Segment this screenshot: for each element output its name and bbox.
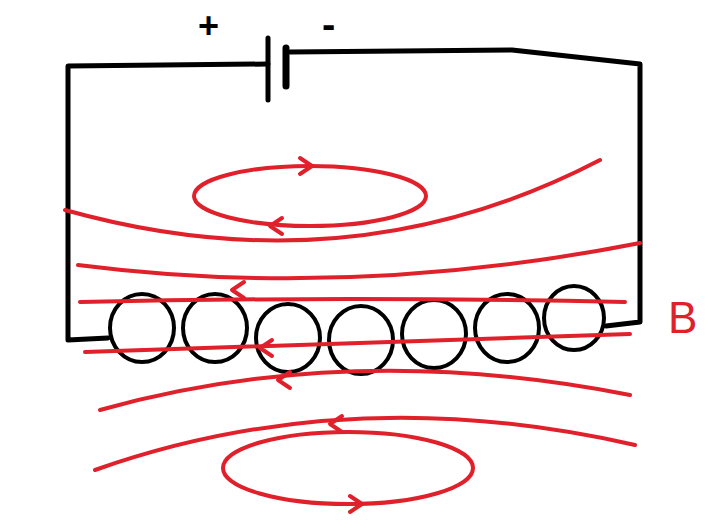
field-arrow xyxy=(260,340,272,356)
field-arrow xyxy=(350,496,362,512)
field-arrow xyxy=(300,158,312,174)
field-arrow xyxy=(278,372,290,388)
field-label: B xyxy=(668,296,697,340)
field-arrow xyxy=(270,218,282,234)
battery-long-plate xyxy=(266,38,271,100)
field-arrow xyxy=(330,416,342,432)
battery-terminal-sign: + xyxy=(198,8,219,44)
magnetic-field-lines xyxy=(65,158,640,512)
battery-terminal-sign: - xyxy=(322,4,335,44)
battery-short-plate xyxy=(283,48,290,86)
field-arrow xyxy=(232,282,244,298)
